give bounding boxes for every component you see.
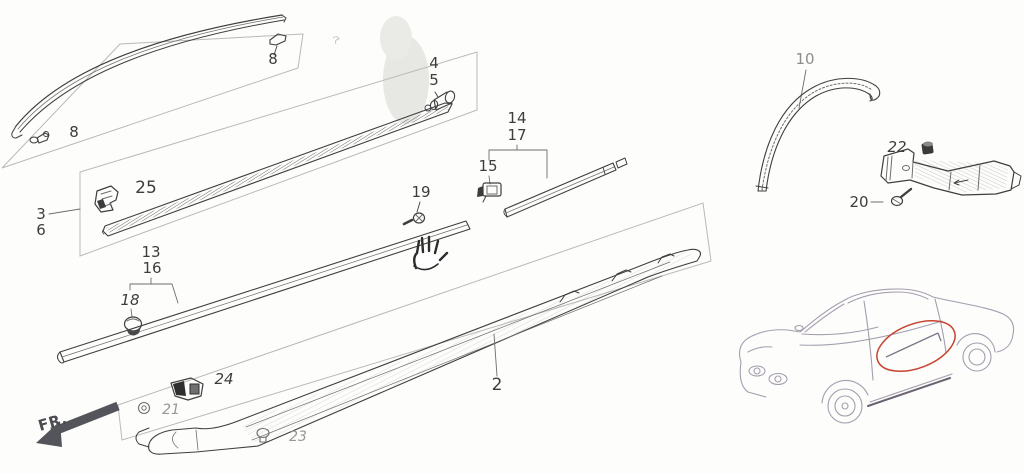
garnish-grommet-part-21: [137, 401, 151, 415]
callout-4: 4: [429, 54, 439, 72]
molding-clip-part-18: [123, 316, 143, 336]
highlighted-molding-line: [885, 332, 942, 358]
callout-25: 25: [135, 178, 157, 198]
roof-drip-molding-part-8: [11, 14, 287, 139]
bracket-lines-13-16: [129, 277, 179, 318]
callout-23: 23: [289, 429, 307, 445]
roof-molding-clip-left: [29, 131, 50, 144]
panel-frames: [1, 33, 712, 441]
garnish-clip-part-23: [256, 427, 270, 443]
callout-8-left: 8: [69, 123, 79, 141]
callout-21: 21: [162, 402, 180, 418]
lower-belt-molding-part-13-16: [57, 220, 471, 364]
molding-clip-part-15: [477, 182, 502, 203]
belt-molding-part-25-3-6: [102, 102, 453, 237]
stud-part-4-5: [424, 90, 456, 112]
callout-22: 22: [887, 138, 906, 156]
panel-frame-roof: [1, 33, 304, 169]
callout-18: 18: [120, 291, 139, 309]
panel-frame-sill: [117, 202, 712, 441]
car-location-inset: [738, 288, 1015, 424]
bracket-lines-14-17: [488, 144, 548, 185]
door-molding-part-14-17: [503, 157, 628, 218]
callout-8-right: 8: [268, 50, 278, 68]
roof-molding-clip-right: [269, 33, 340, 56]
side-sill-garnish-part-2: [135, 248, 701, 455]
wheel-arch-molding-part-10: [755, 69, 881, 192]
callout-14: 14: [507, 109, 526, 127]
garnish-clip-part-24: [170, 377, 204, 401]
callout-3: 3: [36, 205, 46, 223]
callout-labels: 8 8 25 3 6 4 5 14 17 15 19 13 16 18 24 2…: [36, 50, 906, 445]
callout-13: 13: [141, 243, 160, 261]
callout-15: 15: [478, 157, 497, 175]
screw-part-19: [402, 201, 426, 226]
callout-leader-lines: [48, 208, 81, 215]
callout-19: 19: [411, 183, 430, 201]
callout-2: 2: [492, 375, 503, 395]
callout-20: 20: [849, 193, 868, 211]
callout-17: 17: [507, 126, 526, 144]
bracket-part-22: [880, 148, 1022, 196]
screw-part-20: [870, 187, 913, 207]
scan-shading: [380, 16, 429, 124]
fr-direction-arrow: [36, 401, 120, 447]
callout-16: 16: [142, 259, 161, 277]
car-outline: [738, 288, 1015, 424]
highlight-ellipse: [876, 319, 956, 373]
callout-24: 24: [214, 370, 233, 388]
callout-6: 6: [36, 221, 46, 239]
molding-clip-part-25: [94, 185, 119, 213]
nut-part-22: [921, 141, 934, 155]
callout-10: 10: [795, 50, 814, 68]
panel-frame-upper-molding: [79, 51, 478, 257]
hand-cursor-icon: [413, 235, 449, 271]
callout-5: 5: [429, 71, 439, 89]
